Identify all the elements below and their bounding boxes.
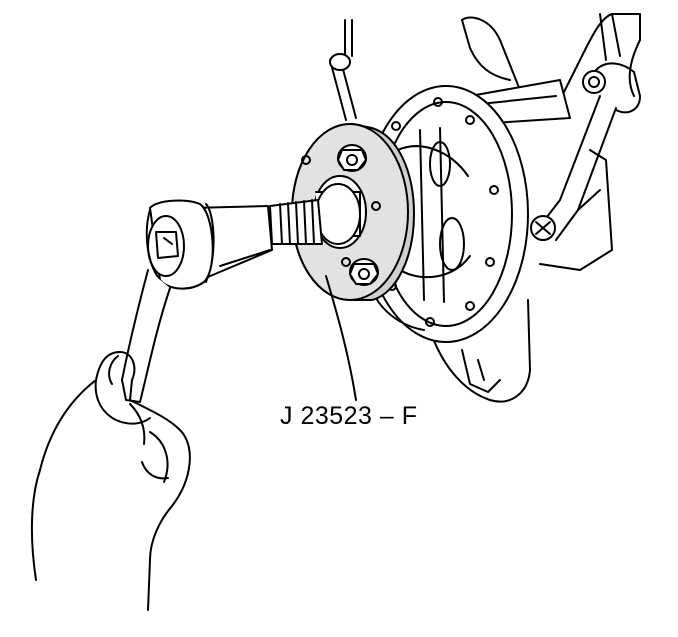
- callout-leader-line: [325, 275, 357, 401]
- rod: [329, 53, 357, 121]
- bolt-bottom: [349, 258, 379, 286]
- forcing-screw: [269, 175, 367, 249]
- hand: [30, 351, 191, 611]
- engine-block-outline: [344, 13, 641, 106]
- bolt-top: [337, 144, 367, 172]
- ratchet-wrench: [121, 199, 273, 403]
- pump-flange: [363, 85, 529, 343]
- tool-callout-label: J 23523 – F: [280, 402, 418, 430]
- bracket-arm: [530, 62, 641, 271]
